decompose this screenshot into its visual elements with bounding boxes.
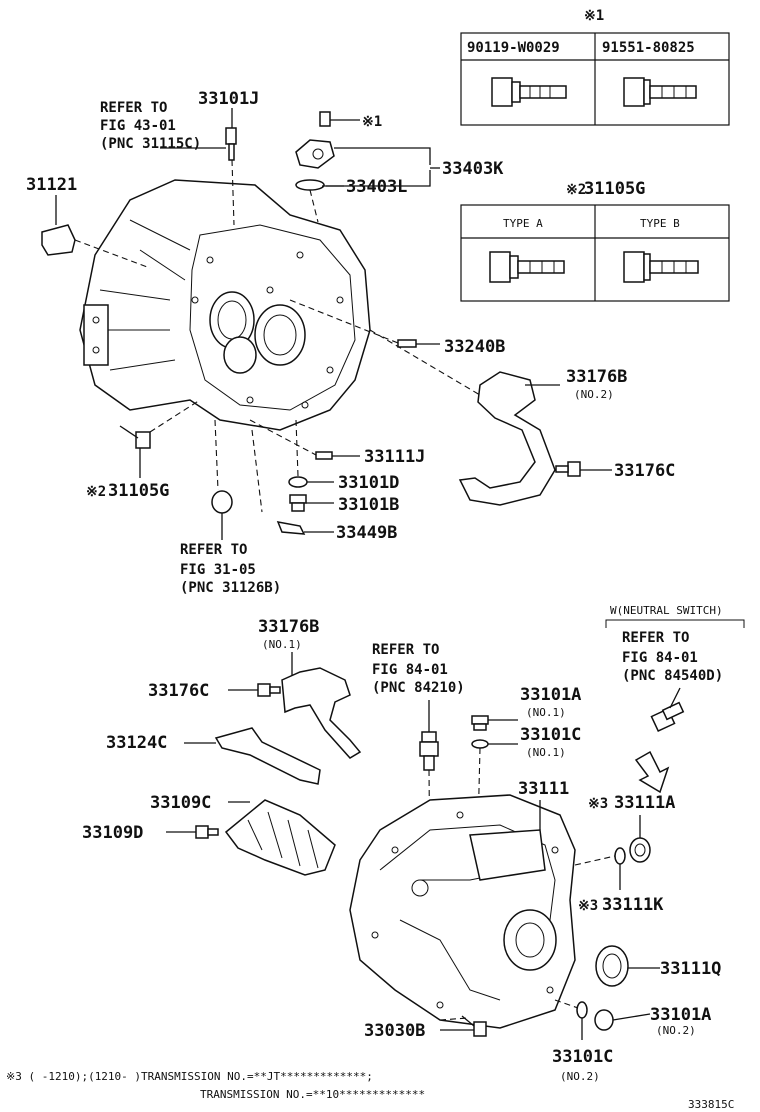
footnote-line2: TRANSMISSION NO.=**10*************: [200, 1088, 425, 1101]
bracket-33176B-no2-drawing: [458, 371, 556, 506]
part-33176C-top-label: 33176C: [614, 461, 675, 481]
part-33101A-top-label: 33101A: [520, 685, 581, 705]
refer-84a-line3: (PNC 84210): [372, 680, 465, 696]
no1-mid-label: (NO.1): [262, 638, 302, 651]
part-33111A-label: 33111A: [614, 793, 675, 813]
note-ref3-a-label: ※3: [588, 796, 608, 812]
refer-84b-line3: (PNC 84540D): [622, 668, 723, 684]
part-33176B-mid-label: 33176B: [258, 617, 319, 637]
part-33101C-top-label: 33101C: [520, 725, 581, 745]
tbl1-col1-label: 90119-W0029: [467, 40, 560, 56]
gasket-33101C-no2-drawing: [576, 1001, 588, 1019]
part-33403K-label: 33403K: [442, 159, 504, 179]
diagram-id: 333815C: [688, 1098, 734, 1111]
part-33101B-label: 33101B: [338, 495, 399, 515]
neutral-switch-drawing: [650, 701, 685, 733]
note-ref2-top-label: ※2: [566, 182, 586, 198]
seal-33449B-drawing: [276, 521, 306, 535]
part-33240B-label: 33240B: [444, 337, 505, 357]
part-33111K-label: 33111K: [602, 895, 664, 915]
no2-top-label: (NO.2): [574, 388, 614, 401]
bolt-33030B-drawing: [461, 1015, 487, 1037]
bolt-table-1: [460, 32, 730, 126]
plug-31126B-drawing: [211, 490, 233, 514]
refer-84a-line2: FIG 84-01: [372, 662, 448, 678]
part-33176B-top-label: 33176B: [566, 367, 627, 387]
flange-bolt-icon: [489, 251, 565, 283]
plug-33101B-drawing: [289, 494, 307, 512]
part-33109C-label: 33109C: [150, 793, 211, 813]
part-31105G-left-label: 31105G: [108, 481, 169, 501]
upper-housing-drawing: [79, 179, 371, 431]
gasket-33101D-drawing: [288, 476, 308, 488]
footnote-line1: ※3 ( -1210);(1210- )TRANSMISSION NO.=**J…: [6, 1070, 373, 1083]
seal-33111Q-drawing: [595, 945, 629, 987]
gasket-33101C-no1-drawing: [471, 739, 489, 749]
gasket-33111K-drawing: [614, 847, 626, 865]
refer-43-line1: REFER TO: [100, 100, 167, 116]
bolt-33176C-mid-drawing: [257, 683, 281, 697]
part-33109D-label: 33109D: [82, 823, 143, 843]
direction-arrow-icon: [634, 750, 670, 794]
cover-33109C-drawing: [224, 799, 336, 876]
note-ref3-k-label: ※3: [578, 898, 598, 914]
part-33101D-label: 33101D: [338, 473, 399, 493]
part-33176C-mid-label: 33176C: [148, 681, 209, 701]
part-33111J-label: 33111J: [364, 447, 425, 467]
part-31121-label: 31121: [26, 175, 77, 195]
refer-84b-line1: REFER TO: [622, 630, 689, 646]
refer-84b-line2: FIG 84-01: [622, 650, 698, 666]
sensor-84210-drawing: [419, 731, 439, 771]
part-33101J-label: 33101J: [198, 89, 259, 109]
note-ref2-left-label: ※2: [86, 484, 106, 500]
refer-84a-line1: REFER TO: [372, 642, 439, 658]
tbl1-col2-label: 91551-80825: [602, 40, 695, 56]
part-33101A-bot-label: 33101A: [650, 1005, 711, 1025]
part-31105G-top-label: 31105G: [584, 179, 645, 199]
cap-31121-drawing: [41, 224, 76, 256]
flange-bolt-icon: [623, 251, 699, 283]
breather-33101J-drawing: [225, 127, 237, 161]
no2-c-label: (NO.2): [560, 1070, 600, 1083]
bolt-31105G-drawing: [119, 425, 151, 449]
refer-31-line3: (PNC 31126B): [180, 580, 281, 596]
part-33111-label: 33111: [518, 779, 569, 799]
note-ref1-label: ※1: [584, 8, 604, 24]
refer-31-line1: REFER TO: [180, 542, 247, 558]
part-33403L-label: 33403L: [346, 177, 407, 197]
neutral-switch-label: W(NEUTRAL SWITCH): [610, 604, 723, 617]
no1-c-label: (NO.1): [526, 746, 566, 759]
flange-bolt-icon: [623, 77, 697, 107]
flange-bolt-icon: [491, 77, 567, 107]
bolt-table-2: [460, 204, 730, 302]
refer-43-line3: (PNC 31115C): [100, 136, 201, 152]
part-33101C-bot-label: 33101C: [552, 1047, 613, 1067]
plug-33101A-no1-drawing: [471, 715, 489, 731]
tbl2-col2-label: TYPE B: [640, 217, 680, 230]
bracket-33176B-no1-drawing: [281, 667, 362, 759]
retainer-33403K-drawing: [295, 111, 335, 191]
bolt-ref1-label: ※1: [362, 114, 382, 130]
no1-a-label: (NO.1): [526, 706, 566, 719]
part-33449B-label: 33449B: [336, 523, 397, 543]
pin-33111J-drawing: [315, 451, 333, 460]
no2-a-label: (NO.2): [656, 1024, 696, 1037]
part-33124C-label: 33124C: [106, 733, 167, 753]
pin-33240B-drawing: [397, 339, 417, 348]
part-33030B-label: 33030B: [364, 1021, 425, 1041]
refer-43-line2: FIG 43-01: [100, 118, 176, 134]
tbl2-col1-label: TYPE A: [503, 217, 543, 230]
bolt-33176C-top-drawing: [555, 461, 581, 477]
part-33111Q-label: 33111Q: [660, 959, 721, 979]
lower-housing-drawing: [349, 794, 576, 1029]
plug-33111A-drawing: [629, 837, 651, 863]
refer-31-line2: FIG 31-05: [180, 562, 256, 578]
bolt-33109D-drawing: [195, 825, 219, 839]
plate-33124C-drawing: [214, 727, 321, 785]
plug-33101A-no2-drawing: [594, 1009, 614, 1031]
